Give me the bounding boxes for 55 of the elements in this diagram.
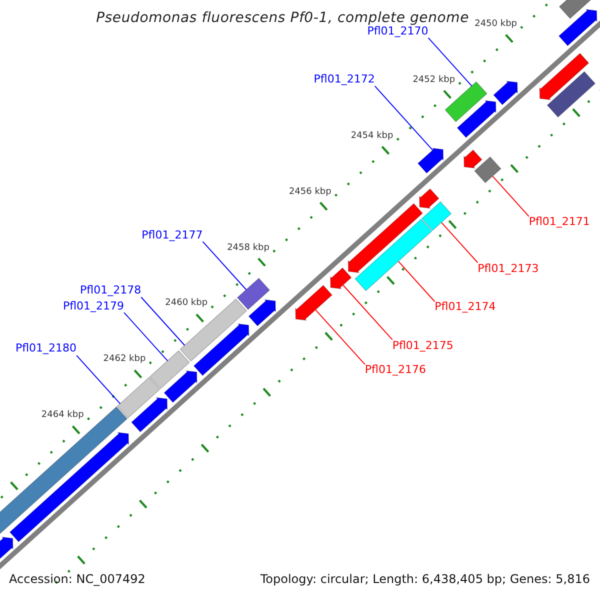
gene-label: Pfl01_2176 (364, 364, 426, 378)
gene-feature (295, 284, 332, 321)
genome-stats-note: Topology: circular; Length: 6,438,405 bp; Genes: 5,816 (260, 573, 590, 587)
gene-feature (9, 432, 130, 542)
gene-feature (131, 397, 168, 432)
gene-feature (558, 9, 598, 46)
gene-bar (236, 278, 270, 310)
gene-feature (164, 370, 198, 403)
gene-feature (330, 267, 352, 290)
gene-feature (193, 323, 250, 376)
scale-label: 2458 kbp (227, 242, 270, 253)
gene-feature (248, 299, 276, 326)
scale-label: 2454 kbp (350, 130, 394, 141)
gene-feature (417, 148, 444, 174)
gene-feature (539, 52, 590, 100)
gene-bar (474, 156, 502, 184)
leader-line (202, 241, 247, 290)
leader-line (76, 354, 121, 404)
gene-label: Pfl01_2178 (80, 284, 142, 298)
scale-label: 2460 kbp (165, 298, 208, 309)
leader-line (398, 260, 436, 302)
gene-label: Pfl01_2177 (142, 228, 203, 242)
gene-feature (419, 188, 440, 209)
gene-label: Pfl01_2172 (314, 73, 375, 86)
gene-feature (348, 203, 423, 274)
leader-line (374, 86, 434, 151)
gene-label: Pfl01_2171 (528, 216, 590, 230)
gene-label: Pfl01_2174 (434, 301, 496, 314)
gene-label: Pfl01_2179 (62, 300, 124, 313)
gene-bar (149, 350, 190, 390)
gene-bar (116, 376, 160, 419)
leader-line (315, 309, 366, 365)
scale-label: 2462 kbp (103, 354, 146, 364)
gene-bar (421, 201, 452, 231)
leader-line (428, 37, 472, 87)
accession-note: Accession: NC_007492 (9, 573, 146, 587)
gene-feature (456, 100, 496, 138)
leader-line (441, 222, 478, 264)
gene-label: Pfl01_2170 (367, 25, 428, 38)
scale-label: 2450 kbp (474, 18, 517, 30)
leader-line (342, 284, 393, 340)
gene-feature (464, 149, 482, 169)
diagram-title: Pseudomonas fluorescens Pf0-1, complete genome (96, 10, 469, 26)
leader-line (124, 312, 168, 362)
gene-bar (546, 71, 596, 118)
scale-label: 2456 kbp (288, 186, 332, 197)
gene-bar (354, 218, 432, 292)
scale-label: 2452 kbp (412, 74, 456, 86)
gene-label: Pfl01_2180 (16, 342, 77, 356)
gene-label: Pfl01_2173 (478, 262, 539, 276)
leader-line (140, 296, 186, 346)
leader-line (492, 176, 530, 217)
scale-label: 2464 kbp (41, 410, 84, 420)
gene-label: Pfl01_2175 (392, 340, 454, 352)
gene-feature (493, 80, 518, 106)
